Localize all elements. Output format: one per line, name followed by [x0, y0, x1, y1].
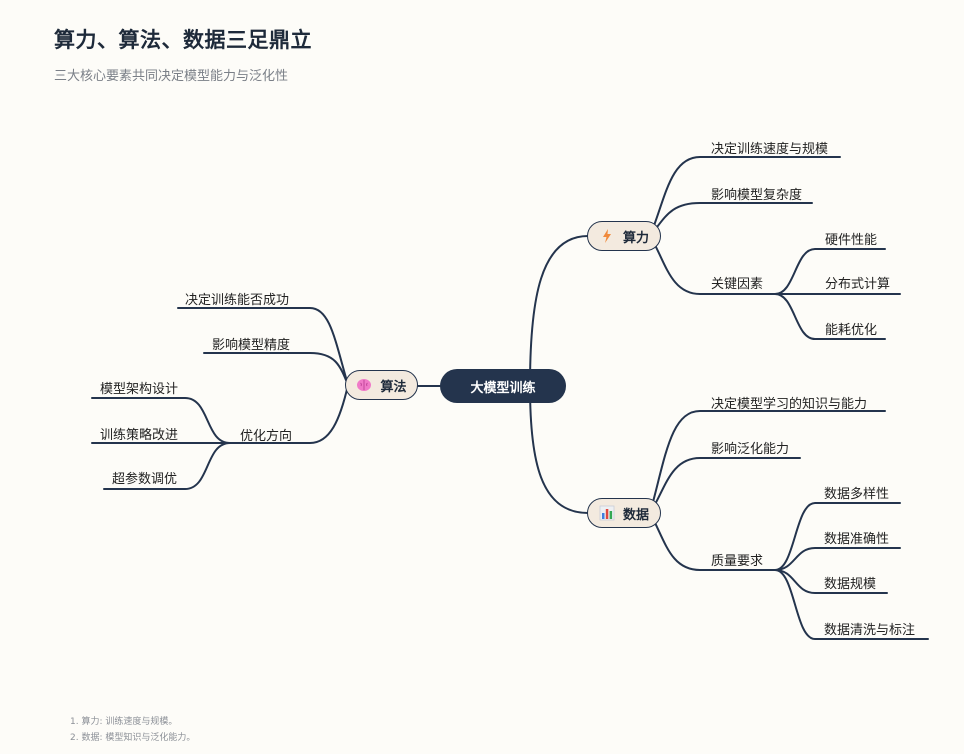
branch-data-label: 数据 — [622, 507, 649, 523]
branch-algorithm-label: 算法 — [380, 379, 407, 395]
root-node: 大模型训练 — [440, 369, 566, 403]
algorithm-item-2: 影响模型精度 — [212, 338, 291, 353]
footnote-2: 2. 数据: 模型知识与泛化能力。 — [70, 733, 196, 743]
data-item-2: 影响泛化能力 — [711, 442, 790, 457]
branch-data: 数据 — [587, 498, 661, 528]
branch-compute-label: 算力 — [622, 230, 649, 246]
data-group-label: 质量要求 — [711, 554, 764, 569]
page-title: 算力、算法、数据三足鼎立 — [54, 28, 312, 52]
algorithm-item-1: 决定训练能否成功 — [185, 293, 290, 308]
compute-group-item-2: 分布式计算 — [825, 277, 891, 292]
algorithm-group-item-2: 训练策略改进 — [100, 428, 179, 443]
edge-root-compute — [529, 235, 589, 387]
data-group-item-1: 数据多样性 — [824, 487, 890, 502]
compute-item-1: 决定训练速度与规模 — [711, 142, 829, 157]
data-group-item-4: 数据清洗与标注 — [824, 623, 916, 638]
page-subtitle: 三大核心要素共同决定模型能力与泛化性 — [54, 69, 289, 84]
bar-chart-icon — [599, 505, 615, 521]
data-group-item-2: 数据准确性 — [824, 532, 890, 547]
footnote-1: 1. 算力: 训练速度与规模。 — [70, 717, 178, 727]
algorithm-group-label: 优化方向 — [240, 429, 293, 444]
algorithm-group-item-3: 超参数调优 — [112, 472, 178, 487]
compute-item-2: 影响模型复杂度 — [711, 188, 803, 203]
branch-compute: 算力 — [587, 221, 661, 251]
algorithm-group-item-1: 模型架构设计 — [100, 382, 179, 397]
data-item-1: 决定模型学习的知识与能力 — [711, 397, 868, 412]
lightning-icon — [602, 229, 611, 243]
edge-root-data — [529, 385, 589, 514]
data-group-item-3: 数据规模 — [824, 577, 877, 592]
footnotes: 1. 算力: 训练速度与规模。 2. 数据: 模型知识与泛化能力。 — [70, 714, 195, 746]
brain-icon — [357, 379, 372, 391]
compute-group-item-1: 硬件性能 — [825, 233, 878, 248]
compute-group-label: 关键因素 — [711, 277, 764, 292]
branch-algorithm: 算法 — [345, 370, 418, 400]
compute-group-item-3: 能耗优化 — [825, 323, 878, 338]
